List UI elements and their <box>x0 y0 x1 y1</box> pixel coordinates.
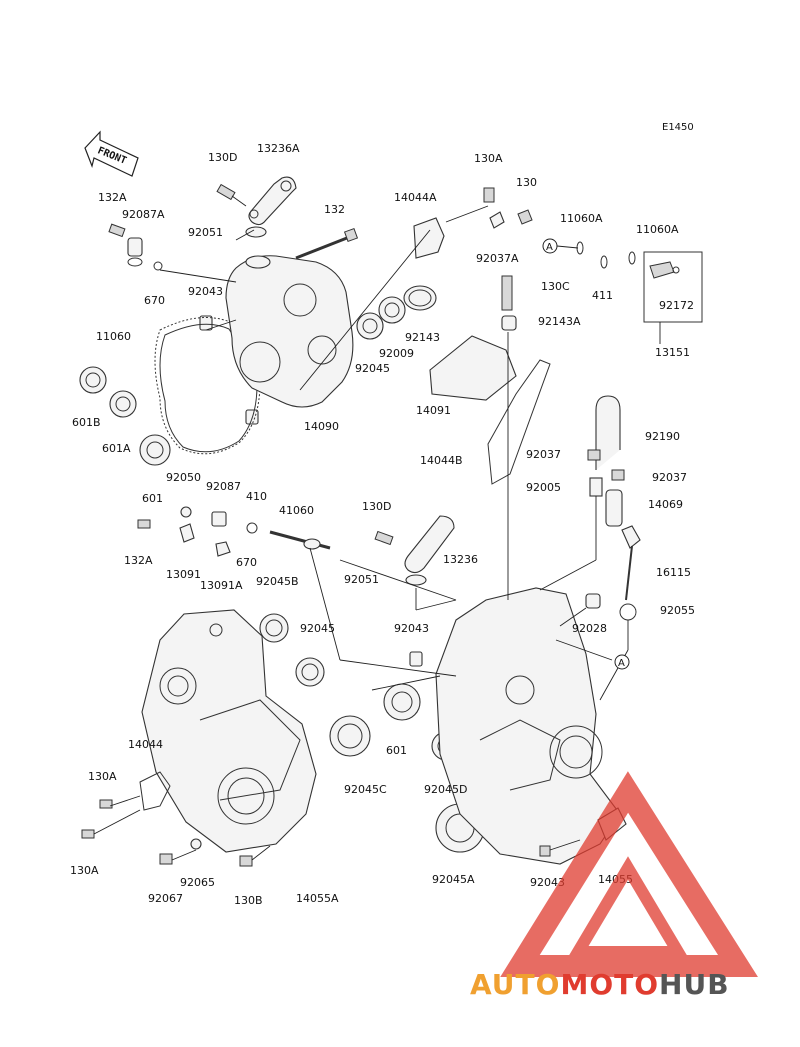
part-label: 670 <box>144 294 165 307</box>
part-labels: 130D 13236A 132A 92087A 92051 132 670 92… <box>70 142 695 907</box>
part-label: 92050 <box>166 471 201 484</box>
part-label: 14044A <box>394 191 437 204</box>
watermark-brand-auto: AUTO <box>470 968 560 1001</box>
part-label: 16115 <box>656 566 691 579</box>
part-label: 14090 <box>304 420 339 433</box>
part-label: 11060A <box>560 212 603 225</box>
part-label: 92045 <box>300 622 335 635</box>
part-label: 92190 <box>645 430 680 443</box>
part-drawings <box>79 176 703 867</box>
part-label: 14069 <box>648 498 683 511</box>
part-label: 132A <box>98 191 127 204</box>
part-label: 601B <box>72 416 101 429</box>
part-label: 670 <box>236 556 257 569</box>
part-label: 601 <box>142 492 163 505</box>
part-label: 13091A <box>200 579 243 592</box>
part-label: 132A <box>124 554 153 567</box>
part-label: 11060 <box>96 330 131 343</box>
part-label: 92045A <box>432 873 475 886</box>
part-label: 14091 <box>416 404 451 417</box>
part-label: 92143 <box>405 331 440 344</box>
part-label: 92009 <box>379 347 414 360</box>
part-label: 92028 <box>572 622 607 635</box>
part-label: 92043 <box>394 622 429 635</box>
part-label: 92045 <box>355 362 390 375</box>
part-label: 411 <box>592 289 613 302</box>
part-label: 14044 <box>128 738 163 751</box>
part-label: 92087 <box>206 480 241 493</box>
part-label: 92143A <box>538 315 581 328</box>
part-label: 92005 <box>526 481 561 494</box>
part-label: 130A <box>70 864 99 877</box>
part-label: 92087A <box>122 208 165 221</box>
part-label: 41060 <box>279 504 314 517</box>
part-label: 92045B <box>256 575 299 588</box>
part-label: 13151 <box>655 346 690 359</box>
part-label: 132 <box>324 203 345 216</box>
part-label: 92037 <box>652 471 687 484</box>
part-label: 13091 <box>166 568 201 581</box>
part-label: 130A <box>474 152 503 165</box>
svg-text:A: A <box>618 658 625 669</box>
part-label: 14044B <box>420 454 463 467</box>
watermark-brand-hub: HUB <box>659 968 730 1001</box>
part-label: 13236A <box>257 142 300 155</box>
part-label: 11060A <box>636 223 679 236</box>
ref-marker-bottom: A <box>614 654 630 670</box>
part-label: 92055 <box>660 604 695 617</box>
part-label: 130D <box>208 151 237 164</box>
part-label: 130 <box>516 176 537 189</box>
part-label: 13236 <box>443 553 478 566</box>
part-label: 92045C <box>344 783 387 796</box>
svg-text:AUTOMOTOHUB: AUTOMOTOHUB <box>470 968 730 1001</box>
part-label: 92065 <box>180 876 215 889</box>
part-label: 601 <box>386 744 407 757</box>
leader-lines <box>93 205 661 861</box>
part-label: 14055A <box>296 892 339 905</box>
svg-text:A: A <box>546 242 553 253</box>
part-label: 92037 <box>526 448 561 461</box>
part-label: 92051 <box>344 573 379 586</box>
front-arrow-icon: FRONT <box>84 130 139 177</box>
diagram-code: E1450 <box>662 122 694 133</box>
part-label: 92037A <box>476 252 519 265</box>
watermark-brand-moto: MOTO <box>560 968 659 1001</box>
part-label: 92043 <box>188 285 223 298</box>
part-label: 130A <box>88 770 117 783</box>
watermark-logo: AUTOMOTOHUB <box>470 771 758 1001</box>
part-label: 410 <box>246 490 267 503</box>
part-label: 601A <box>102 442 131 455</box>
part-label: 92051 <box>188 226 223 239</box>
part-label: 92172 <box>659 299 694 312</box>
part-label: 92045D <box>424 783 467 796</box>
part-label: 92067 <box>148 892 183 905</box>
part-label: 130B <box>234 894 263 907</box>
ref-marker-top: A <box>542 238 579 254</box>
part-label: 130C <box>541 280 570 293</box>
part-label: 130D <box>362 500 391 513</box>
part-label: 92043 <box>530 876 565 889</box>
